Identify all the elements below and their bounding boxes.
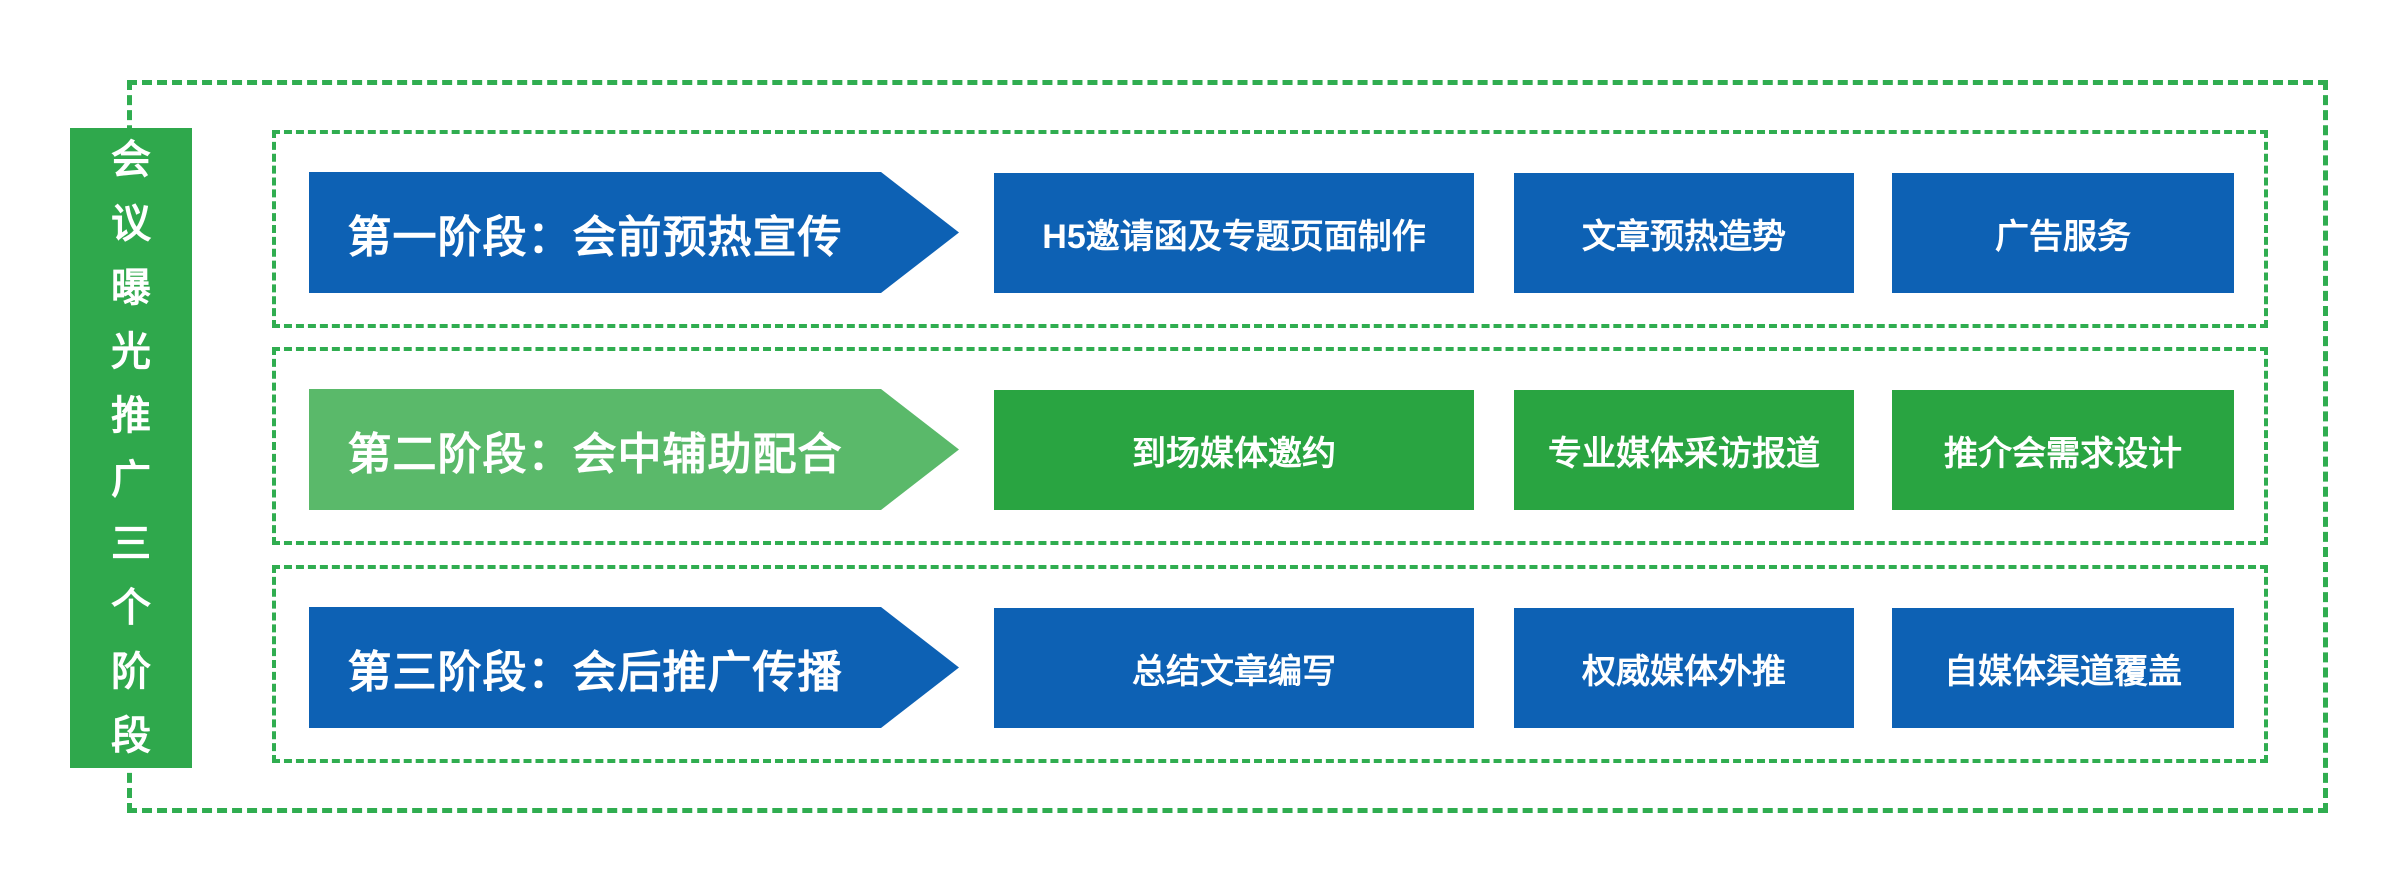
stage1-item-3: 广告服务 bbox=[1892, 173, 2234, 293]
stage3-item-2-label: 权威媒体外推 bbox=[1582, 652, 1786, 691]
stage2-item-1: 到场媒体邀约 bbox=[994, 390, 1474, 510]
stage2-item-3: 推介会需求设计 bbox=[1892, 390, 2234, 510]
stage3-phase-arrow: 第三阶段：会后推广传播 bbox=[309, 607, 959, 728]
stage2-item-2-label: 专业媒体采访报道 bbox=[1548, 434, 1820, 473]
stage3-item-1: 总结文章编写 bbox=[994, 608, 1474, 728]
stage1-row-frame: 第一阶段：会前预热宣传 H5邀请函及专题页面制作 文章预热造势 广告服务 bbox=[272, 130, 2268, 328]
stage2-item-2: 专业媒体采访报道 bbox=[1514, 390, 1854, 510]
stage3-item-3-label: 自媒体渠道覆盖 bbox=[1944, 652, 2182, 691]
stage1-item-1: H5邀请函及专题页面制作 bbox=[994, 173, 1474, 293]
vertical-title-bar: 会议曝光推广三个阶段 bbox=[70, 128, 192, 768]
stage2-phase-arrow: 第二阶段：会中辅助配合 bbox=[309, 389, 959, 510]
stage3-row-frame: 第三阶段：会后推广传播 总结文章编写 权威媒体外推 自媒体渠道覆盖 bbox=[272, 565, 2268, 763]
stage3-item-1-label: 总结文章编写 bbox=[1132, 652, 1336, 691]
stage1-item-2-label: 文章预热造势 bbox=[1582, 217, 1786, 256]
stage2-phase-label: 第二阶段：会中辅助配合 bbox=[347, 429, 843, 479]
stage1-item-2: 文章预热造势 bbox=[1514, 173, 1854, 293]
stage3-item-3: 自媒体渠道覆盖 bbox=[1892, 608, 2234, 728]
stage1-item-1-label: H5邀请函及专题页面制作 bbox=[1042, 217, 1426, 256]
stage3-item-2: 权威媒体外推 bbox=[1514, 608, 1854, 728]
stage2-item-3-label: 推介会需求设计 bbox=[1944, 434, 2182, 473]
stage1-item-3-label: 广告服务 bbox=[1995, 217, 2131, 256]
stage2-item-1-label: 到场媒体邀约 bbox=[1132, 434, 1336, 473]
stage1-phase-arrow: 第一阶段：会前预热宣传 bbox=[309, 172, 959, 293]
stage2-row-frame: 第二阶段：会中辅助配合 到场媒体邀约 专业媒体采访报道 推介会需求设计 bbox=[272, 347, 2268, 545]
stage1-phase-label: 第一阶段：会前预热宣传 bbox=[347, 212, 843, 262]
stage3-phase-label: 第三阶段：会后推广传播 bbox=[347, 647, 843, 697]
vertical-title-text: 会议曝光推广三个阶段 bbox=[111, 138, 151, 758]
